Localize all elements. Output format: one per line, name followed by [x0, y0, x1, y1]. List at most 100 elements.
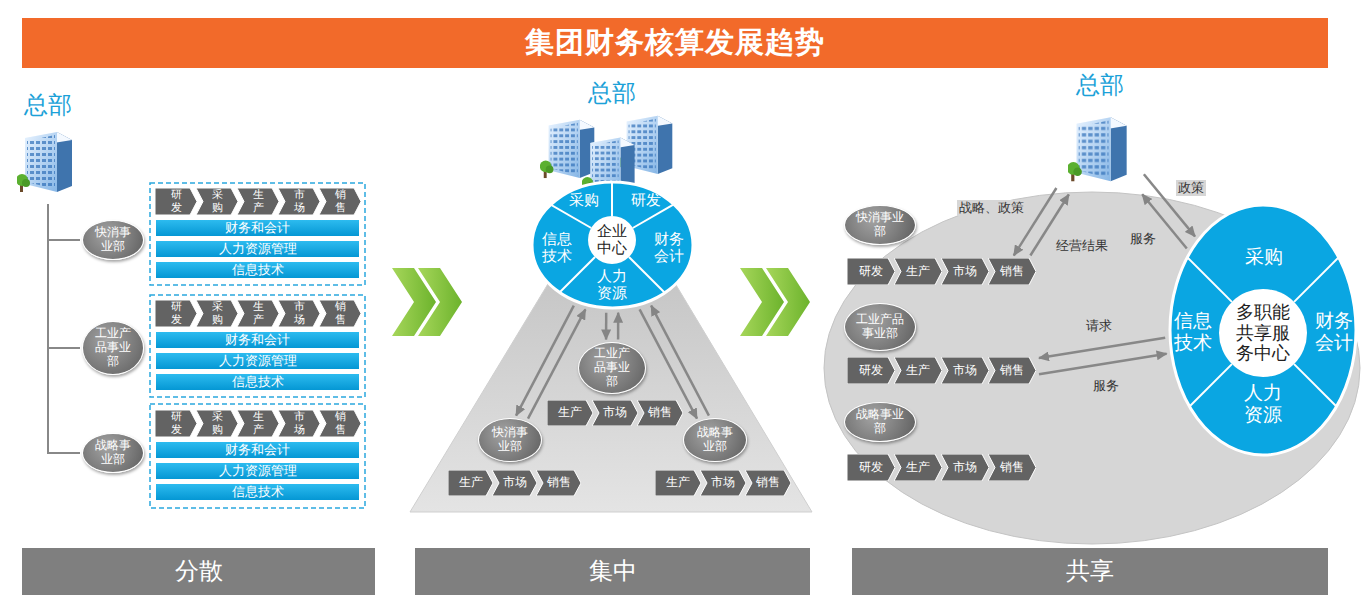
stage-band: 分散 [22, 548, 375, 595]
function-bar: 财务和会计 [155, 219, 360, 237]
flow-arrow [617, 313, 620, 340]
process-label: 市场 [953, 364, 977, 378]
segment-label: 人力资源 [1243, 382, 1283, 426]
dashed-box [150, 295, 365, 397]
tree-line [48, 204, 80, 240]
process-chevron: 销售 [637, 400, 683, 426]
oval-border [532, 182, 693, 308]
process-chevron: 销售 [988, 258, 1036, 285]
process-chevron: 生产 [894, 258, 942, 285]
edge-label: 战略、政策 [957, 200, 1026, 216]
flow-arrow [651, 306, 709, 416]
chevron-outline [278, 300, 320, 327]
chevron-outline [196, 188, 238, 215]
center-label: 企业中心 [596, 223, 628, 258]
function-bar: 人力资源管理 [155, 352, 360, 370]
chevron-outline [894, 357, 942, 384]
function-label: 人力资源管理 [219, 464, 297, 479]
function-segment: 采购 [560, 190, 608, 212]
process-chevron: 市场 [592, 400, 638, 426]
segment-dividers [530, 180, 695, 310]
chevron-outline [237, 300, 279, 327]
chevron-outline [492, 470, 537, 496]
chevron-outline [319, 188, 361, 215]
headquarters-node: 总部 [12, 92, 84, 202]
process-chevron: 市场 [278, 300, 320, 327]
chevron-outline [547, 400, 593, 426]
chevron-outline [941, 258, 989, 285]
business-unit-oval: 工业产品事业部 [82, 321, 144, 375]
business-unit-oval: 战略事业部 [82, 433, 144, 473]
function-segment: 采购 [1236, 243, 1292, 271]
business-unit-oval: 战略事业部 [844, 402, 916, 442]
business-unit-oval: 快消事业部 [82, 220, 144, 260]
flow-arrow [605, 313, 608, 340]
process-label: 市场 [953, 461, 977, 475]
progress-chevrons [392, 268, 810, 336]
business-unit-oval: 快消事业部 [844, 205, 916, 245]
process-chevron: 生产 [655, 470, 701, 496]
function-segment: 信息技术 [536, 226, 578, 270]
process-chevron: 研发 [847, 357, 895, 384]
process-label: 市场 [503, 476, 527, 490]
unit-name: 快消事业部 [855, 211, 905, 239]
organization-triangle [410, 178, 812, 512]
segment-label: 信息技术 [1173, 310, 1213, 354]
chevron-outline [155, 300, 197, 327]
function-label: 信息技术 [232, 485, 284, 500]
process-label: 市场 [603, 406, 627, 420]
business-unit-oval: 战略事业部 [683, 418, 747, 462]
dashed-group-boxes [150, 183, 365, 508]
segment-label: 人力资源 [596, 268, 628, 303]
process-chevron: 研发 [847, 258, 895, 285]
process-chevron: 销售 [319, 410, 361, 437]
green-chevron [418, 268, 462, 336]
function-bar: 财务和会计 [155, 441, 360, 459]
process-chevron: 采购 [196, 410, 238, 437]
chevron-outline [196, 410, 238, 437]
flow-arrow [1039, 338, 1165, 358]
process-label: 市场 [711, 476, 735, 490]
chevron-outline [700, 470, 746, 496]
headquarters-node: 总部 [1058, 72, 1142, 192]
process-label: 生产 [906, 364, 930, 378]
function-segment: 人力资源 [1239, 380, 1287, 428]
building-icon [16, 132, 72, 192]
function-bar: 信息技术 [155, 483, 360, 501]
edge-label: 服务 [1128, 231, 1158, 247]
green-chevron [766, 268, 810, 336]
process-chevron: 采购 [196, 300, 238, 327]
process-chevron: 市场 [492, 470, 537, 496]
function-label: 信息技术 [232, 375, 284, 390]
chevron-outline [155, 188, 197, 215]
stage-label: 集中 [589, 558, 637, 586]
process-label: 采购 [212, 411, 223, 435]
process-chevron: 销售 [988, 454, 1036, 481]
process-chevron: 采购 [196, 188, 238, 215]
process-chevron: 市场 [278, 410, 320, 437]
chevron-outline [988, 454, 1036, 481]
flow-arrow [1039, 354, 1167, 375]
process-label: 研发 [859, 461, 883, 475]
function-bar: 信息技术 [155, 373, 360, 391]
chevron-outline [637, 400, 683, 426]
process-label: 采购 [212, 189, 223, 213]
chevron-outline [941, 357, 989, 384]
process-chevron: 生产 [448, 470, 493, 496]
center-circle [1219, 289, 1307, 377]
chevron-outline [847, 357, 895, 384]
process-label: 生产 [253, 301, 264, 325]
business-unit-oval: 工业产品事业部 [844, 303, 916, 351]
process-label: 销售 [756, 476, 780, 490]
process-label: 销售 [648, 406, 672, 420]
process-chevron: 研发 [155, 188, 197, 215]
chevron-outline [278, 188, 320, 215]
building-icon [1067, 117, 1127, 181]
function-label: 财务和会计 [225, 221, 290, 236]
unit-name: 战略事业部 [855, 408, 905, 436]
process-chevron: 生产 [237, 188, 279, 215]
process-label: 生产 [459, 476, 483, 490]
process-chevron: 销售 [319, 188, 361, 215]
chevron-outline [847, 258, 895, 285]
process-chevron: 市场 [941, 258, 989, 285]
